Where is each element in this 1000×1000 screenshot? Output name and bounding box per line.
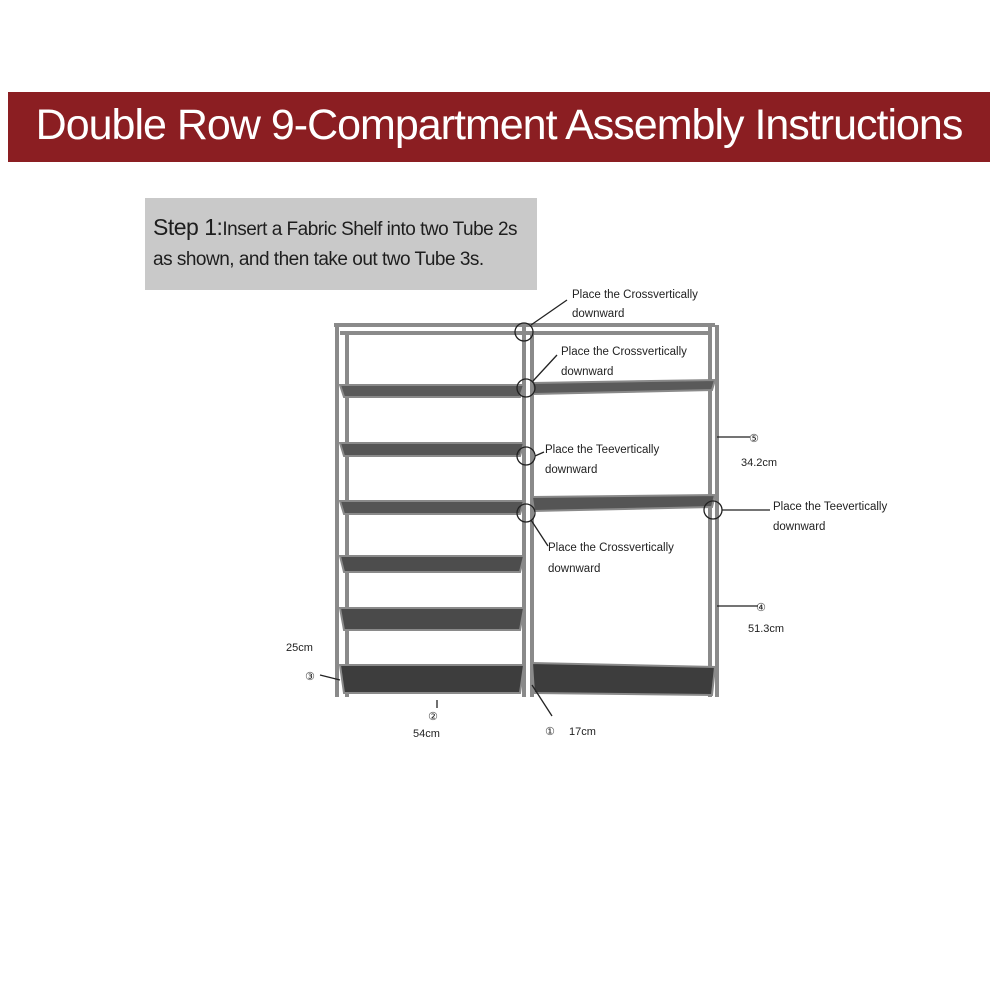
part-3-length: 25cm <box>286 642 313 654</box>
callout-cross-3-line2: downward <box>548 563 600 575</box>
shelf-left-6 <box>338 664 526 694</box>
callout-tee-1-line2: downward <box>545 464 597 476</box>
shelf-left-3 <box>338 500 526 515</box>
callout-cross-2-line2: downward <box>561 366 613 378</box>
part-2-number: ② <box>428 710 438 723</box>
callout-cross-2-line1: Place the Crossvertically <box>561 346 687 358</box>
part-3-number: ③ <box>305 670 315 683</box>
joint-marker-4 <box>516 503 536 523</box>
shelf-left-1 <box>338 384 526 398</box>
leader-lines <box>319 299 770 717</box>
part-5-length: 34.2cm <box>741 457 777 469</box>
left-shelves <box>338 384 526 694</box>
callout-tee-2-line1: Place the Teevertically <box>773 501 887 513</box>
part-1-number: ① <box>545 725 555 738</box>
joint-marker-2 <box>516 378 536 398</box>
shelf-right-3 <box>530 661 717 697</box>
shelf-right-2 <box>530 493 717 513</box>
part-5-number: ⑤ <box>749 432 759 445</box>
shelf-left-5 <box>338 607 526 631</box>
page-title: Double Row 9-Compartment Assembly Instru… <box>35 101 964 149</box>
callout-cross-3-line1: Place the Crossvertically <box>548 542 674 554</box>
step-text: Insert a Fabric Shelf into two Tube 2s a… <box>153 219 518 270</box>
part-4-length: 51.3cm <box>748 623 784 635</box>
step-label: Step 1: <box>153 214 223 240</box>
callout-tee-2-line2: downward <box>773 521 825 533</box>
step-instruction: Step 1:Insert a Fabric Shelf into two Tu… <box>153 212 533 275</box>
step-instruction-box: Step 1:Insert a Fabric Shelf into two Tu… <box>145 198 537 290</box>
part-2-length: 54cm <box>413 728 440 740</box>
title-banner: Double Row 9-Compartment Assembly Instru… <box>8 92 990 162</box>
shelf-left-2 <box>338 442 526 457</box>
shelf-right-1 <box>530 378 717 396</box>
callout-cross-1-line2: downward <box>572 308 624 320</box>
part-4-number: ④ <box>756 601 766 614</box>
joint-marker-1 <box>514 322 534 342</box>
shelf-left-4 <box>338 555 526 573</box>
part-1-length: 17cm <box>569 726 596 738</box>
right-shelves <box>530 378 717 697</box>
callout-tee-1-line1: Place the Teevertically <box>545 444 659 456</box>
callout-cross-1-line1: Place the Crossvertically <box>572 289 698 301</box>
